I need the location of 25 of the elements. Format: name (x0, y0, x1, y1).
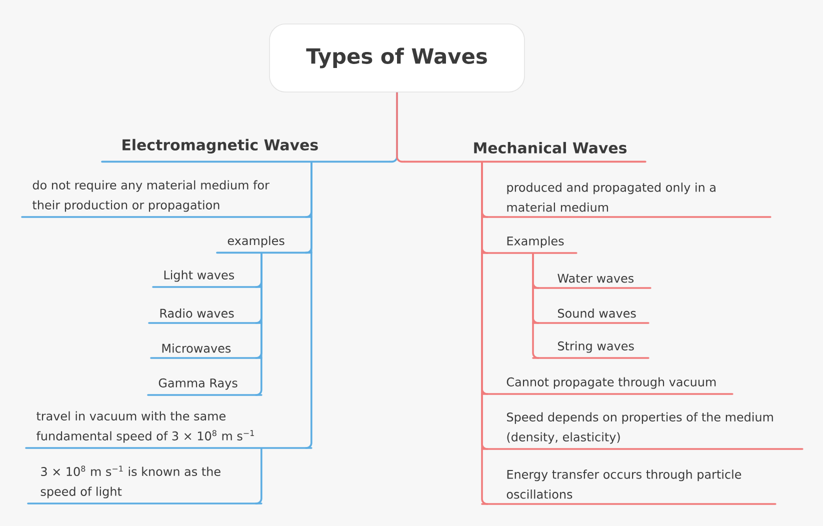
branch-topic: Light waves (152, 270, 262, 288)
connector-line (532, 253, 540, 359)
title-box: Types of Waves (269, 24, 525, 92)
branch-topic: Speed depends on properties of the medium (density, elasticity) (481, 412, 804, 450)
connector-line (255, 252, 262, 396)
branch-topic: Examples (481, 236, 578, 254)
connector-line (305, 162, 312, 449)
branch-topic: do not require any material medium for their production or propagation (21, 180, 312, 218)
connector-line (255, 448, 262, 504)
branch-topic: Gamma Rays (147, 378, 262, 396)
branch-topic: String waves (532, 341, 650, 359)
branch-topic: Water waves (532, 274, 652, 289)
connector-line (396, 92, 405, 163)
branch-topic: Energy transfer occurs through particle oscillations (481, 470, 776, 505)
branch-topic: Microwaves (150, 344, 262, 359)
connector-line (481, 162, 488, 505)
branch-topic: produced and propagated only in a material medium (481, 182, 772, 218)
branch-heading: Electromagnetic Waves (101, 138, 390, 163)
branch-topic: examples (216, 236, 312, 254)
branch-heading: Mechanical Waves (404, 142, 646, 163)
branch-topic: Cannot propagate through vacuum (481, 377, 734, 395)
branch-topic: 3 × 10$^{8}$ m s$^{−1}$ is known as the speed of light (27, 466, 262, 504)
branch-topic: travel in vacuum with the same fundamental speed of 3 × 10$^{8}$ m s$^{−1}$ (25, 411, 312, 449)
branch-topic: Sound waves (532, 308, 650, 324)
branch-topic: Radio waves (148, 308, 262, 324)
